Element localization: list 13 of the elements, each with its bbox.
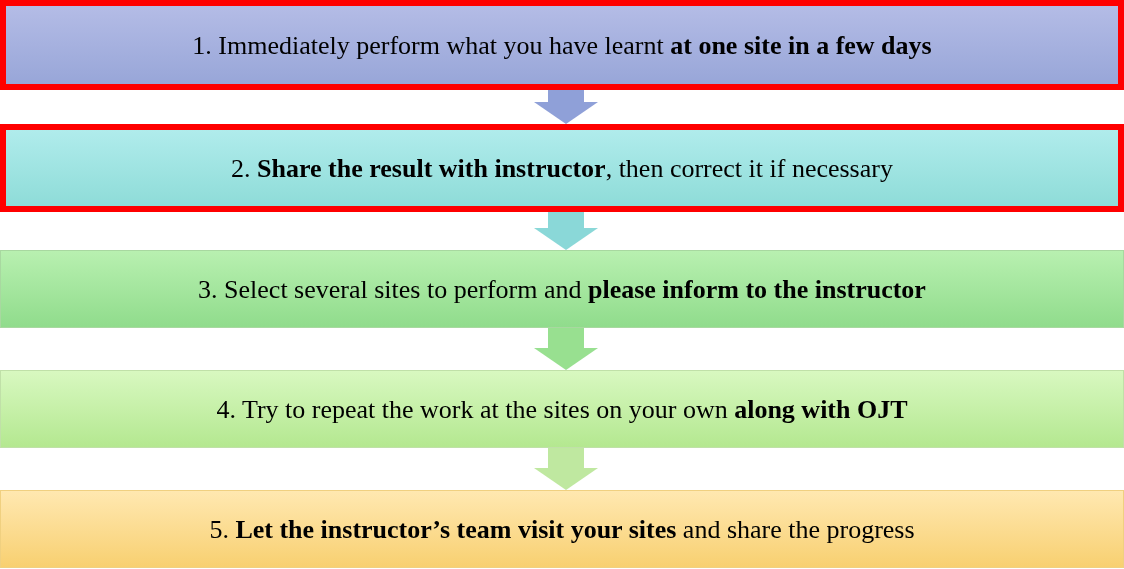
process-box	[0, 250, 1124, 328]
process-box	[0, 0, 1124, 90]
arrow	[534, 212, 598, 250]
step-text: 5. Let the instructor’s team visit your sites and share the progress	[209, 513, 915, 546]
process-box	[0, 490, 1124, 568]
step-text: 1. Immediately perform what you have learnt at one site in a few days	[192, 29, 932, 62]
arrow	[534, 328, 598, 370]
step-text: 3. Select several sites to perform and please inform to the instructor	[198, 273, 926, 306]
step-text: 4. Try to repeat the work at the sites on your own along with OJT	[216, 393, 908, 426]
process-box	[0, 370, 1124, 448]
process-box	[0, 124, 1124, 212]
step-text: 2. Share the result with instructor, then correct it if necessary	[231, 152, 893, 185]
arrow	[534, 90, 598, 124]
